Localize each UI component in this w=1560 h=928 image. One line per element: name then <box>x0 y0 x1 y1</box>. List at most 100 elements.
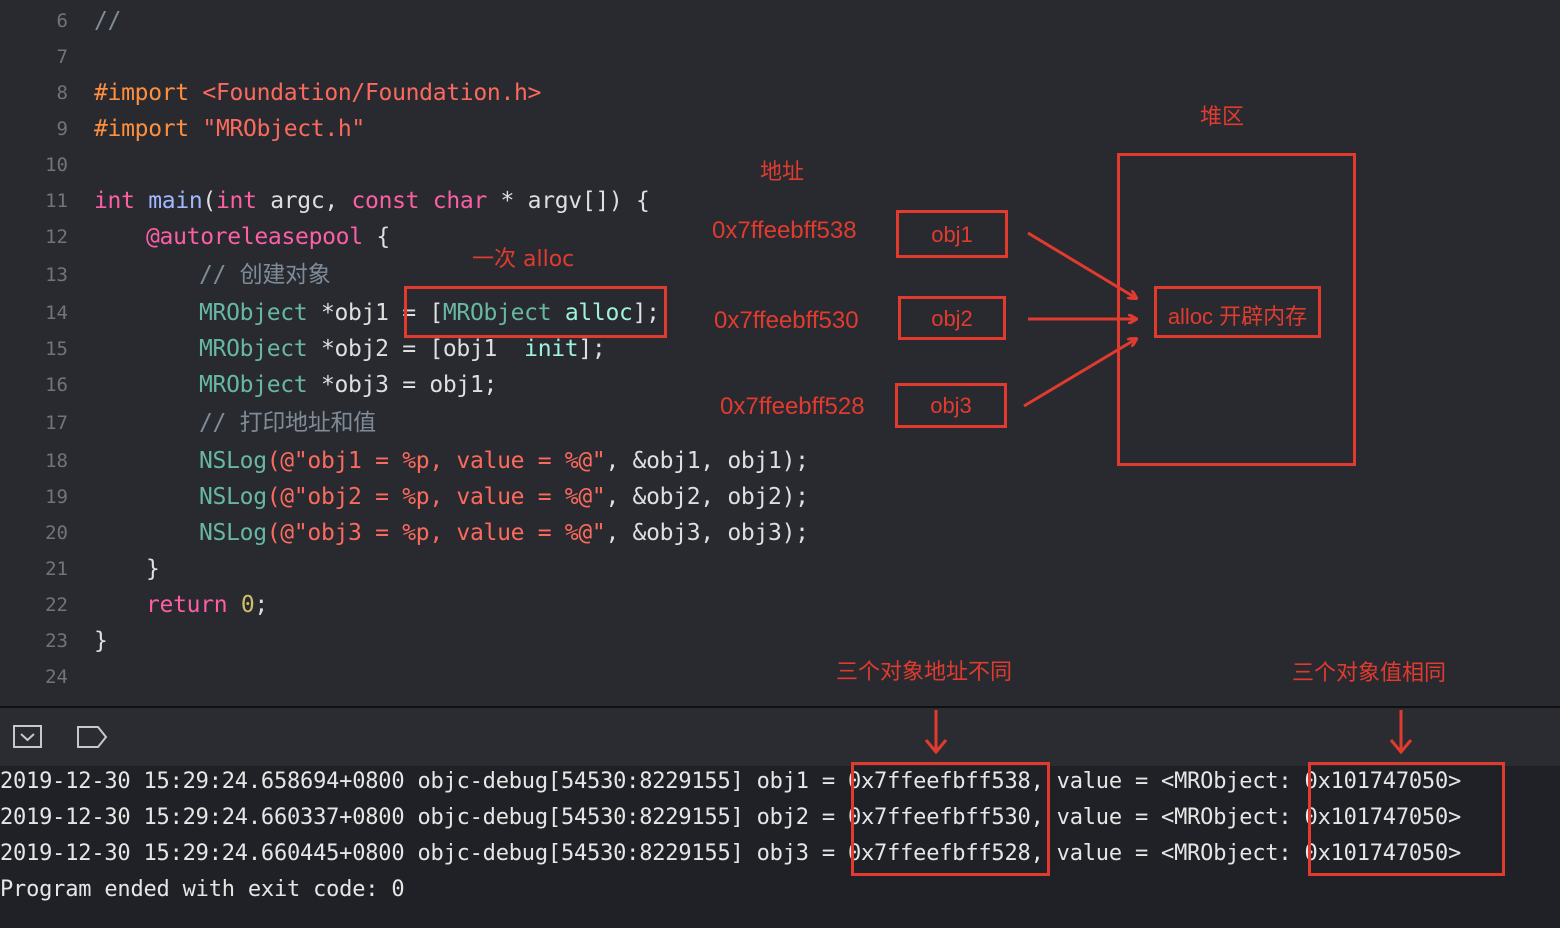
code-line-13[interactable]: // 创建对象 <box>199 262 331 288</box>
arrow-obj1 <box>1027 231 1136 298</box>
log-address: 0x7ffeefbff538 <box>847 769 1031 794</box>
code-token: char <box>432 188 488 214</box>
line-number: 13 <box>45 264 68 286</box>
console-line: 2019-12-30 15:29:24.658694+0800 objc-deb… <box>0 764 1461 800</box>
values-same-label: 三个对象值相同 <box>1292 661 1447 686</box>
panel-divider[interactable] <box>0 706 1560 708</box>
code-token: MRObject <box>199 300 308 326</box>
obj2-box: obj2 <box>898 296 1006 340</box>
code-token: MRObject <box>199 336 308 362</box>
code-token: NSLog <box>199 520 267 546</box>
code-token: "obj3 = %p, value = %@" <box>293 520 606 546</box>
code-line-17[interactable]: // 打印地址和值 <box>199 410 376 436</box>
code-line-8[interactable]: #import <Foundation/Foundation.h> <box>94 75 541 111</box>
code-token: { <box>362 224 390 250</box>
code-token: , &obj2, obj2); <box>605 484 809 510</box>
console-line: 2019-12-30 15:29:24.660445+0800 objc-deb… <box>0 836 1461 872</box>
code-token: 0 <box>240 592 255 618</box>
heap-label: 堆区 <box>1200 105 1245 130</box>
code-line-12[interactable]: @autoreleasepool { <box>146 219 390 255</box>
line-number: 17 <box>45 412 68 434</box>
code-token: , &obj1, obj1); <box>605 448 809 474</box>
code-token: main <box>148 188 203 214</box>
code-token: int <box>94 188 135 214</box>
code-token: (@ <box>266 520 294 546</box>
line-number: 16 <box>45 374 68 396</box>
obj3-box: obj3 <box>895 383 1007 428</box>
code-token: "obj2 = %p, value = %@" <box>293 484 606 510</box>
code-line-18[interactable]: NSLog(@"obj1 = %p, value = %@", &obj1, o… <box>199 443 809 479</box>
line-number: 19 <box>45 486 68 508</box>
code-token: *obj1 = [ <box>307 300 443 326</box>
obj1-box: obj1 <box>896 210 1008 258</box>
line-number: 24 <box>45 666 68 688</box>
log-prefix: 2019-12-30 15:29:24.660337+0800 objc-deb… <box>0 805 848 830</box>
code-line-22[interactable]: return 0; <box>146 587 268 623</box>
code-token: alloc <box>564 300 633 326</box>
log-value: 0x101747050> <box>1304 769 1462 794</box>
code-line-20[interactable]: NSLog(@"obj3 = %p, value = %@", &obj3, o… <box>199 515 809 551</box>
line-number: 11 <box>45 190 68 212</box>
line-number: 23 <box>45 630 68 652</box>
line-number: 6 <box>56 10 68 32</box>
code-line-19[interactable]: NSLog(@"obj2 = %p, value = %@", &obj2, o… <box>199 479 809 515</box>
breakpoint-icon[interactable] <box>76 722 108 752</box>
arrows-layer <box>1023 231 1560 408</box>
code-token: MRObject <box>199 372 308 398</box>
log-prefix: 2019-12-30 15:29:24.660445+0800 objc-deb… <box>0 841 848 866</box>
obj2-label: obj2 <box>931 306 973 331</box>
code-token: "obj1 = %p, value = %@" <box>293 448 606 474</box>
console-output[interactable]: 2019-12-30 15:29:24.658694+0800 objc-deb… <box>0 762 1560 928</box>
log-value: 0x101747050> <box>1304 805 1462 830</box>
arrow-down-addresses-head <box>924 739 948 755</box>
code-token: @autoreleasepool <box>146 224 363 250</box>
code-line-23[interactable]: } <box>94 628 108 654</box>
code-line-16[interactable]: MRObject *obj3 = obj1; <box>199 367 497 403</box>
address-label: 地址 <box>760 160 805 185</box>
code-line-9[interactable]: #import "MRObject.h" <box>94 111 365 147</box>
alloc-memory-box: alloc 开辟内存 <box>1154 286 1321 338</box>
line-number: 9 <box>56 118 68 140</box>
code-token: (@ <box>266 448 294 474</box>
code-line-21[interactable]: } <box>146 556 160 582</box>
addresses-differ-label: 三个对象地址不同 <box>836 660 1013 685</box>
line-number: 20 <box>45 522 68 544</box>
debug-toolbar <box>0 708 1560 766</box>
log-mid: , value = <MRObject: <box>1030 841 1305 866</box>
log-address: 0x7ffeefbff530 <box>847 805 1031 830</box>
log-value: 0x101747050> <box>1304 841 1462 866</box>
console-line: 2019-12-30 15:29:24.660337+0800 objc-deb… <box>0 800 1461 836</box>
code-line-11[interactable]: int main(int argc, const char * argv[]) … <box>94 183 650 219</box>
address-obj3: 0x7ffeebff528 <box>720 393 865 420</box>
obj3-label: obj3 <box>930 393 972 418</box>
line-number: 15 <box>45 338 68 360</box>
code-token: <Foundation/Foundation.h> <box>202 80 542 106</box>
code-token: NSLog <box>199 484 267 510</box>
line-number: 7 <box>56 46 68 68</box>
address-obj1: 0x7ffeebff538 <box>712 217 857 244</box>
alloc-memory-label: alloc 开辟内存 <box>1167 304 1308 329</box>
code-token: NSLog <box>199 448 267 474</box>
code-token: init <box>524 336 579 362</box>
line-number: 21 <box>45 558 68 580</box>
values-highlight-box <box>1308 762 1505 876</box>
line-number: 22 <box>45 594 68 616</box>
code-line-6[interactable]: // <box>94 8 122 34</box>
code-token: return <box>146 592 228 618</box>
line-number: 18 <box>45 450 68 472</box>
code-token: *obj3 = obj1; <box>307 372 498 398</box>
code-token: MRObject <box>442 300 552 326</box>
code-token: , &obj3, obj3); <box>605 520 809 546</box>
line-number: 14 <box>45 302 68 324</box>
code-line-15[interactable]: MRObject *obj2 = [obj1 init]; <box>199 331 606 367</box>
code-editor[interactable]: 6 7 8 9 10 11 12 13 14 15 16 17 18 19 20… <box>0 0 1560 706</box>
code-token: *obj2 = [obj1 <box>307 336 525 362</box>
hide-console-icon[interactable] <box>12 722 44 752</box>
code-line-14[interactable]: MRObject *obj1 = [MRObject alloc]; <box>199 295 660 331</box>
code-token: ; <box>254 592 268 618</box>
log-prefix: 2019-12-30 15:29:24.658694+0800 objc-deb… <box>0 769 848 794</box>
log-address: 0x7ffeefbff528 <box>847 841 1031 866</box>
code-token: ]; <box>632 300 660 326</box>
code-token: * argv[]) { <box>487 188 650 214</box>
obj1-label: obj1 <box>931 222 973 247</box>
